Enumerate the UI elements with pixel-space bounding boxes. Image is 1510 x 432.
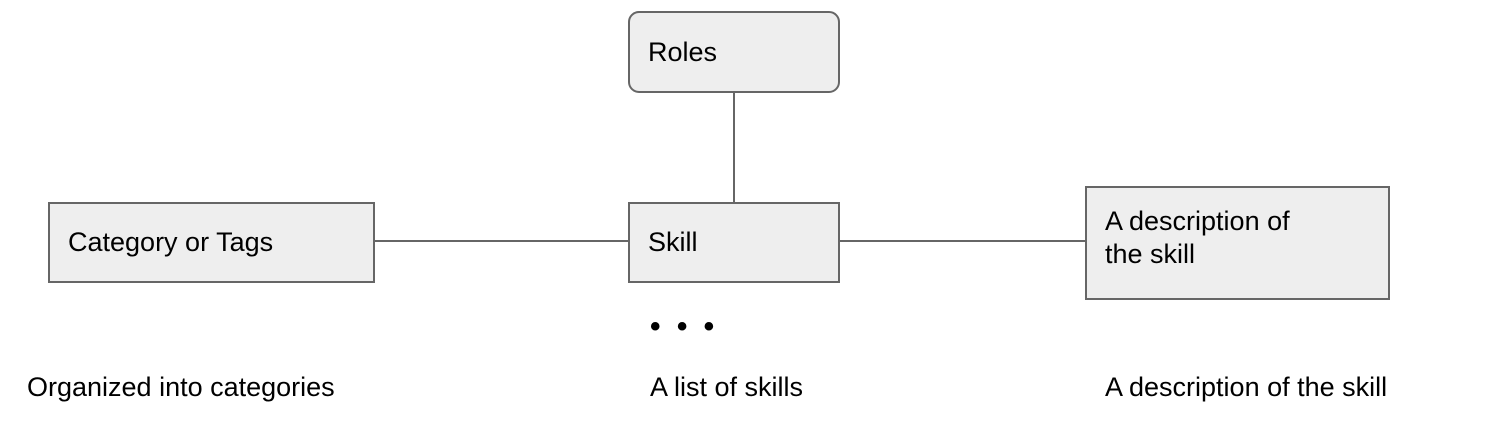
node-roles-label: Roles [648,36,718,67]
node-category-or-tags-label: Category or Tags [68,227,274,258]
connector-roles-to-skill [733,91,735,204]
caption-category: Organized into categories [27,372,335,402]
node-skill-description-label: A description of the skill [1105,206,1290,269]
node-skill-description[interactable]: A description of the skill [1085,186,1390,300]
node-category-or-tags[interactable]: Category or Tags [48,202,375,283]
node-roles[interactable]: Roles [628,11,840,93]
node-skill[interactable]: Skill [628,202,840,283]
connector-category-to-skill [374,240,630,242]
caption-description: A description of the skill [1105,372,1388,402]
connector-skill-to-description [839,240,1086,242]
caption-skill: A list of skills [650,372,804,402]
node-skill-label: Skill [648,227,698,258]
ellipsis-more-skills: • • • [650,310,719,343]
